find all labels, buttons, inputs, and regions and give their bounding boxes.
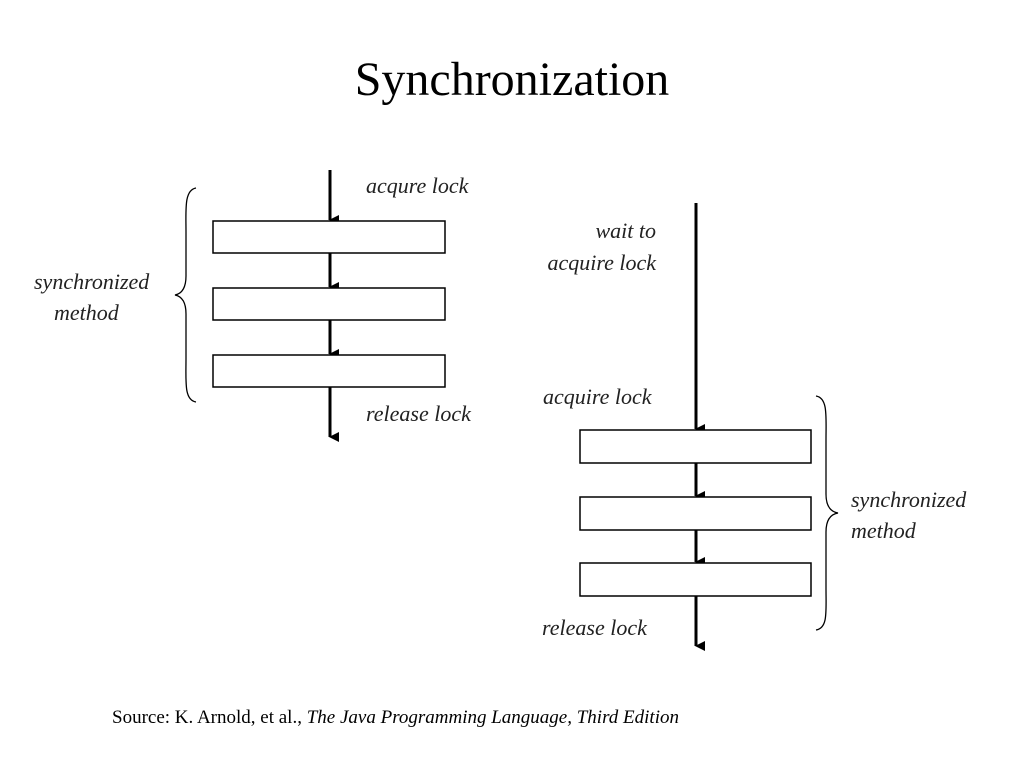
right-block-2 — [579, 496, 812, 531]
right-release-label: release lock — [542, 615, 648, 640]
source-prefix: Source: K. Arnold, et al., — [112, 707, 307, 728]
source-citation: Source: K. Arnold, et al., The Java Prog… — [112, 707, 679, 729]
right-brace-label-line2: method — [851, 518, 917, 543]
page-title: Synchronization — [354, 53, 670, 106]
left-acquire-label: acqure lock — [366, 173, 470, 198]
right-block-1 — [579, 429, 812, 464]
right-brace — [815, 395, 839, 631]
right-wait-label-line1: wait to — [595, 218, 656, 243]
left-brace — [174, 187, 197, 403]
left-block-1 — [212, 220, 446, 254]
right-brace-label-line1: synchronized — [851, 487, 967, 512]
left-brace-label-line1: synchronized — [34, 269, 150, 294]
left-block-3 — [212, 354, 446, 388]
left-block-2 — [212, 287, 446, 321]
right-diagram: wait to acquire lock acquire lock releas… — [542, 203, 967, 651]
right-acquire-label: acquire lock — [543, 384, 653, 409]
right-wait-label-line2: acquire lock — [547, 250, 657, 275]
left-diagram: acqure lock release lock synchronized me… — [34, 170, 472, 442]
source-book-title: The Java Programming Language, Third Edi… — [306, 707, 679, 728]
left-release-label: release lock — [366, 401, 472, 426]
right-block-3 — [579, 562, 812, 597]
left-brace-label-line2: method — [54, 300, 120, 325]
